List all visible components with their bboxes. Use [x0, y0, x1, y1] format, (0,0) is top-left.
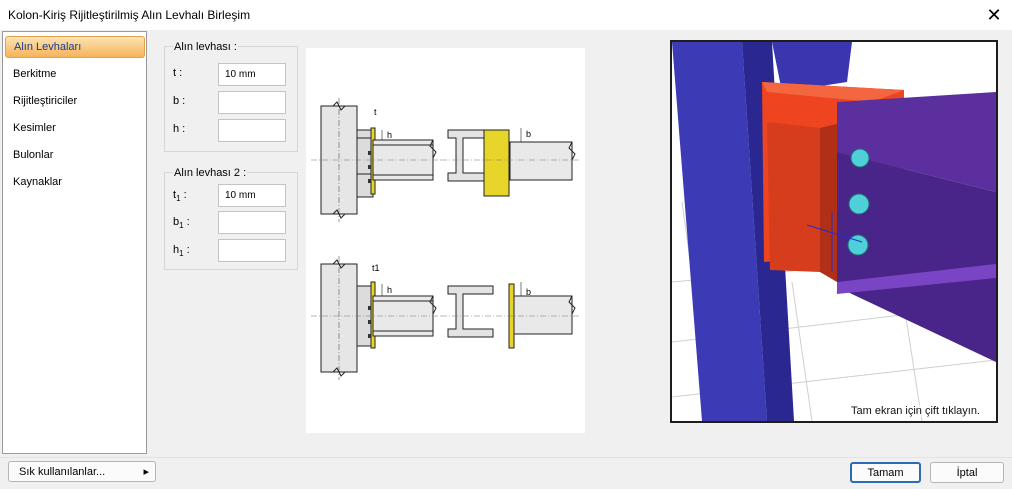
sidebar-item-rijitlestiriciler[interactable]: Rijitleştiriciler	[13, 95, 78, 107]
title-bar: Kolon-Kiriş Rijitleştirilmiş Alın Levhal…	[0, 0, 1012, 30]
sidebar-item-alin-levhalari[interactable]: Alın Levhaları	[5, 36, 145, 58]
plate1-h-input[interactable]	[218, 119, 286, 142]
plate2-t1-label: t1 :	[173, 189, 187, 204]
diagram-label-h: h	[387, 130, 392, 140]
top-left-elevation: t h	[311, 98, 441, 222]
plate1-b-label: b :	[173, 95, 186, 107]
plate1-h-label: h :	[173, 123, 186, 135]
plate1-title: Alın levhası :	[173, 41, 238, 53]
sidebar-item-bulonlar[interactable]: Bulonlar	[13, 149, 54, 161]
bolt	[850, 148, 870, 168]
diagram-label-t: t	[374, 107, 377, 117]
sidebar-item-kesimler[interactable]: Kesimler	[13, 122, 56, 134]
diagram-label-t1: t1	[372, 263, 380, 273]
plate1-b-input[interactable]	[218, 91, 286, 114]
footer-divider	[0, 457, 1012, 458]
end-plate	[820, 124, 837, 282]
bottom-left-elevation: t1 h	[311, 256, 441, 380]
beam	[837, 92, 996, 192]
plate2-h1-input[interactable]	[218, 239, 286, 262]
connection-diagram: t h b t1	[306, 48, 585, 433]
plate2-h1-label: h1 :	[173, 244, 190, 259]
window-title: Kolon-Kiriş Rijitleştirilmiş Alın Levhal…	[8, 8, 251, 22]
ok-button[interactable]: Tamam	[850, 462, 921, 483]
close-icon[interactable]: ✕	[986, 5, 1002, 25]
diagram-label-b: b	[526, 129, 531, 139]
cancel-button[interactable]: İptal	[930, 462, 1004, 483]
chevron-right-icon: ▸	[143, 466, 149, 478]
bolt	[847, 234, 869, 256]
sidebar-item-berkitme[interactable]: Berkitme	[13, 68, 57, 80]
plate1-group: Alın levhası : t : b : h :	[164, 41, 298, 152]
plate2-b1-input[interactable]	[218, 211, 286, 234]
plate2-title: Alın levhası 2 :	[173, 167, 248, 179]
plate2-t1-input[interactable]	[218, 184, 286, 207]
bolt	[848, 193, 870, 215]
plate1-t-label: t :	[173, 67, 183, 79]
favorites-button[interactable]: Sık kullanılanlar... ▸	[8, 461, 156, 482]
favorites-label: Sık kullanılanlar...	[19, 465, 106, 478]
column-flange	[672, 42, 767, 421]
3d-view[interactable]: Tam ekran için çift tıklayın.	[670, 40, 998, 423]
sidebar-item-kaynaklar[interactable]: Kaynaklar	[13, 176, 62, 188]
top-right-section: b	[441, 128, 581, 197]
fullscreen-hint: Tam ekran için çift tıklayın.	[851, 405, 980, 417]
bottom-right-section: b	[441, 282, 581, 349]
diagram-label-h-2: h	[387, 285, 392, 295]
plate2-group: Alın levhası 2 : t1 : b1 : h1 :	[164, 167, 298, 270]
sidebar: Alın Levhaları Berkitme Rijitleştiricile…	[2, 31, 147, 454]
plate1-t-input[interactable]	[218, 63, 286, 86]
diagram-label-b-2: b	[526, 287, 531, 297]
plate2-b1-label: b1 :	[173, 216, 190, 231]
